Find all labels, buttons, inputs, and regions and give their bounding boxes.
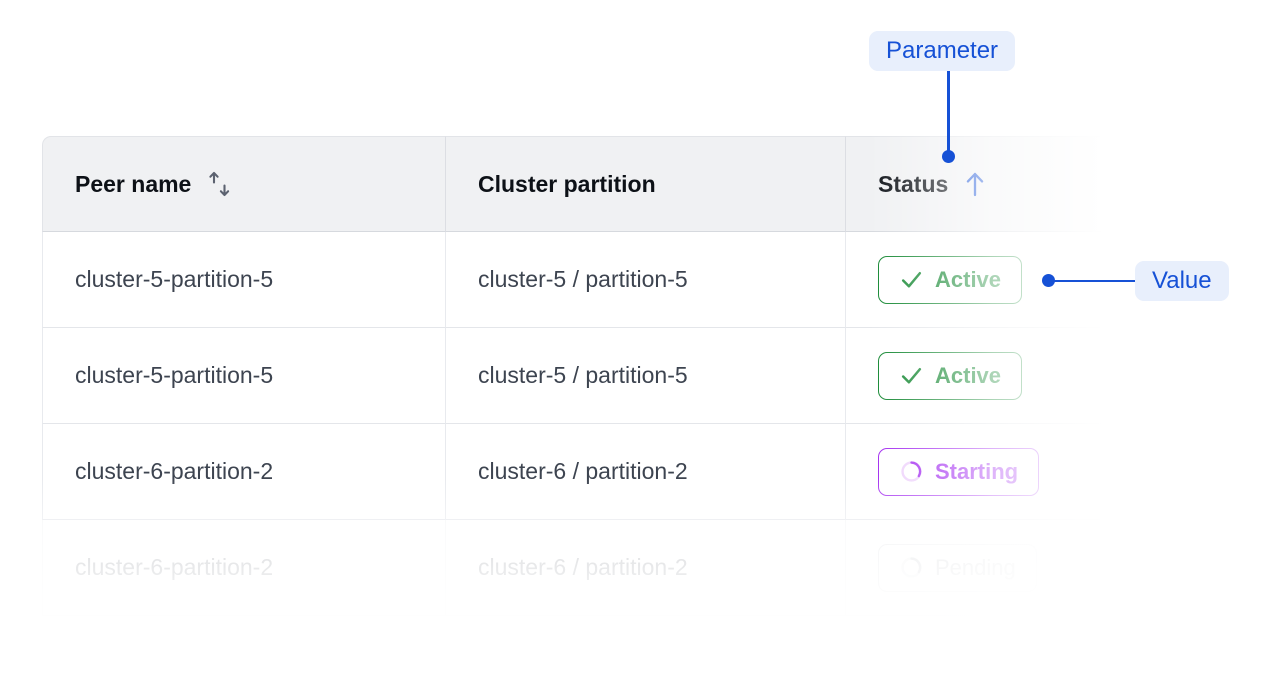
spinner-icon [901,653,922,674]
cell-status: Pending [845,520,1197,616]
status-badge-starting: Starting [878,447,1040,496]
status-badge-pending: Pending [878,639,1037,688]
cell-peer-name: cluster-5-partition-5 [42,328,445,424]
table-header-row: Peer name Cluster partition [42,136,1197,232]
column-header-status-label: Status [878,170,949,197]
cell-peer-name: cluster-7-partition-1 [42,616,445,688]
cell-peer-name: cluster-6-partition-2 [42,520,445,616]
status-badge-label: Pending [935,554,1016,580]
parameter-callout-label: Parameter [869,31,1016,71]
cell-status: Active [845,328,1197,424]
status-badge-active: Active [878,255,1023,304]
cell-status: Starting [845,424,1197,520]
column-header-peer-name[interactable]: Peer name [42,136,445,232]
sort-updown-icon[interactable] [207,170,233,198]
peers-table: Peer name Cluster partition [42,136,1197,688]
cell-peer-name: cluster-6-partition-2 [42,424,445,520]
cell-cluster-partition: cluster-6 / partition-2 [445,520,845,616]
spinner-icon [901,557,922,578]
column-header-status[interactable]: Status [845,136,1197,232]
status-badge-active: Active [878,351,1023,400]
status-badge-label: Active [935,362,1002,388]
status-badge-pending: Pending [878,543,1037,592]
column-header-cluster-partition[interactable]: Cluster partition [445,136,845,232]
column-header-peer-name-label: Peer name [75,170,192,197]
cell-cluster-partition: cluster-7 / partition-1 [445,616,845,688]
spinner-icon [901,461,922,482]
value-callout-label: Value [1135,261,1229,301]
cell-cluster-partition: cluster-6 / partition-2 [445,424,845,520]
cell-cluster-partition: cluster-5 / partition-5 [445,232,845,328]
status-badge-label: Pending [935,650,1016,676]
sort-up-icon[interactable] [964,171,986,197]
parameter-callout-line [947,71,950,157]
cell-peer-name: cluster-5-partition-5 [42,232,445,328]
status-badge-label: Active [935,266,1002,292]
column-header-cluster-partition-label: Cluster partition [478,170,656,197]
cell-status: Pending [845,616,1197,688]
value-callout-dot [1042,274,1055,287]
cell-cluster-partition: cluster-5 / partition-5 [445,328,845,424]
check-icon [901,272,922,288]
parameter-callout-dot [942,150,955,163]
peers-table-container: Peer name Cluster partition [42,136,1197,688]
table-header: Peer name Cluster partition [42,136,1197,232]
status-badge-label: Starting [935,458,1019,484]
check-icon [901,368,922,384]
value-callout-line [1048,279,1138,282]
